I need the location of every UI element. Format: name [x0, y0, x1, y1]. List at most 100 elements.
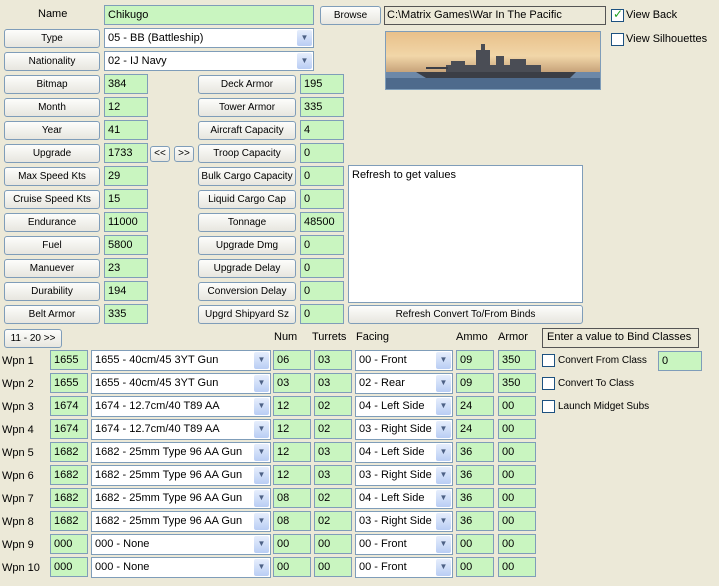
left-field-value[interactable]: 5800 [104, 235, 148, 255]
left-field-button[interactable]: Month [4, 98, 100, 117]
left-field-button[interactable]: Bitmap [4, 75, 100, 94]
mid-field-button[interactable]: Upgrd Shipyard Sz [198, 305, 296, 324]
weapon-id-field[interactable]: 1682 [50, 465, 88, 485]
weapon-ammo-field[interactable]: 24 [456, 419, 494, 439]
weapon-ammo-field[interactable]: 09 [456, 350, 494, 370]
weapon-armor-field[interactable]: 00 [498, 419, 536, 439]
weapon-select[interactable]: 1682 - 25mm Type 96 AA Gun▼ [91, 442, 271, 463]
mid-field-button[interactable]: Tower Armor [198, 98, 296, 117]
weapon-facing-select[interactable]: 02 - Rear▼ [355, 373, 453, 394]
weapon-turrets-field[interactable]: 02 [314, 511, 352, 531]
left-field-button[interactable]: Manuever [4, 259, 100, 278]
left-field-value[interactable]: 23 [104, 258, 148, 278]
weapon-select[interactable]: 1674 - 12.7cm/40 T89 AA▼ [91, 396, 271, 417]
weapon-id-field[interactable]: 1682 [50, 488, 88, 508]
left-field-button[interactable]: Upgrade [4, 144, 100, 163]
weapon-ammo-field[interactable]: 00 [456, 534, 494, 554]
left-field-value[interactable]: 12 [104, 97, 148, 117]
info-textbox[interactable]: Refresh to get values [348, 165, 583, 303]
type-button[interactable]: Type [4, 29, 100, 48]
mid-field-button[interactable]: Troop Capacity [198, 144, 296, 163]
weapon-num-field[interactable]: 12 [273, 396, 311, 416]
weapon-turrets-field[interactable]: 00 [314, 557, 352, 577]
left-field-value[interactable]: 1733 [104, 143, 148, 163]
upgrade-prev-button[interactable]: << [150, 146, 170, 162]
weapon-id-field[interactable]: 1674 [50, 396, 88, 416]
weapon-turrets-field[interactable]: 02 [314, 419, 352, 439]
weapon-turrets-field[interactable]: 02 [314, 396, 352, 416]
chevron-down-icon[interactable]: ▼ [436, 467, 451, 484]
left-field-button[interactable]: Cruise Speed Kts [4, 190, 100, 209]
page-next-button[interactable]: 11 - 20 >> [4, 329, 62, 348]
view-back-checkbox[interactable] [611, 7, 624, 22]
weapon-armor-field[interactable]: 00 [498, 534, 536, 554]
weapon-num-field[interactable]: 12 [273, 419, 311, 439]
mid-field-button[interactable]: Upgrade Dmg [198, 236, 296, 255]
weapon-num-field[interactable]: 06 [273, 350, 311, 370]
weapon-armor-field[interactable]: 350 [498, 350, 536, 370]
chevron-down-icon[interactable]: ▼ [254, 536, 269, 553]
refresh-binds-button[interactable]: Refresh Convert To/From Binds [348, 305, 583, 324]
weapon-armor-field[interactable]: 00 [498, 488, 536, 508]
chevron-down-icon[interactable]: ▼ [297, 53, 312, 69]
weapon-armor-field[interactable]: 00 [498, 396, 536, 416]
convert-from-field[interactable]: 0 [658, 351, 702, 371]
weapon-turrets-field[interactable]: 03 [314, 350, 352, 370]
chevron-down-icon[interactable]: ▼ [254, 444, 269, 461]
weapon-turrets-field[interactable]: 03 [314, 373, 352, 393]
mid-field-button[interactable]: Bulk Cargo Capacity [198, 167, 296, 186]
nationality-select[interactable]: 02 - IJ Navy▼ [104, 51, 314, 71]
nationality-button[interactable]: Nationality [4, 52, 100, 71]
weapon-select[interactable]: 1674 - 12.7cm/40 T89 AA▼ [91, 419, 271, 440]
mid-field-button[interactable]: Upgrade Delay [198, 259, 296, 278]
weapon-armor-field[interactable]: 00 [498, 511, 536, 531]
weapon-turrets-field[interactable]: 03 [314, 465, 352, 485]
name-field[interactable]: Chikugo [104, 5, 314, 25]
weapon-ammo-field[interactable]: 09 [456, 373, 494, 393]
chevron-down-icon[interactable]: ▼ [436, 375, 451, 392]
chevron-down-icon[interactable]: ▼ [297, 30, 312, 46]
chevron-down-icon[interactable]: ▼ [436, 352, 451, 369]
left-field-value[interactable]: 15 [104, 189, 148, 209]
weapon-num-field[interactable]: 12 [273, 442, 311, 462]
weapon-num-field[interactable]: 08 [273, 511, 311, 531]
mid-field-value[interactable]: 335 [300, 97, 344, 117]
weapon-ammo-field[interactable]: 36 [456, 511, 494, 531]
weapon-select[interactable]: 1655 - 40cm/45 3YT Gun▼ [91, 350, 271, 371]
left-field-button[interactable]: Durability [4, 282, 100, 301]
weapon-id-field[interactable]: 1655 [50, 373, 88, 393]
weapon-armor-field[interactable]: 00 [498, 442, 536, 462]
weapon-turrets-field[interactable]: 02 [314, 488, 352, 508]
weapon-select[interactable]: 000 - None▼ [91, 534, 271, 555]
left-field-value[interactable]: 41 [104, 120, 148, 140]
chevron-down-icon[interactable]: ▼ [254, 398, 269, 415]
weapon-facing-select[interactable]: 04 - Left Side▼ [355, 488, 453, 509]
weapon-id-field[interactable]: 1682 [50, 511, 88, 531]
weapon-ammo-field[interactable]: 24 [456, 396, 494, 416]
weapon-select[interactable]: 000 - None▼ [91, 557, 271, 578]
mid-field-button[interactable]: Aircraft Capacity [198, 121, 296, 140]
chevron-down-icon[interactable]: ▼ [254, 352, 269, 369]
mid-field-value[interactable]: 48500 [300, 212, 344, 232]
weapon-armor-field[interactable]: 350 [498, 373, 536, 393]
mid-field-button[interactable]: Tonnage [198, 213, 296, 232]
weapon-select[interactable]: 1682 - 25mm Type 96 AA Gun▼ [91, 511, 271, 532]
weapon-turrets-field[interactable]: 00 [314, 534, 352, 554]
weapon-num-field[interactable]: 00 [273, 557, 311, 577]
left-field-button[interactable]: Belt Armor [4, 305, 100, 324]
mid-field-value[interactable]: 0 [300, 189, 344, 209]
weapon-armor-field[interactable]: 00 [498, 557, 536, 577]
weapon-facing-select[interactable]: 00 - Front▼ [355, 557, 453, 578]
weapon-num-field[interactable]: 03 [273, 373, 311, 393]
left-field-value[interactable]: 384 [104, 74, 148, 94]
chevron-down-icon[interactable]: ▼ [436, 559, 451, 576]
weapon-facing-select[interactable]: 04 - Left Side▼ [355, 396, 453, 417]
mid-field-value[interactable]: 0 [300, 166, 344, 186]
mid-field-value[interactable]: 0 [300, 304, 344, 324]
chevron-down-icon[interactable]: ▼ [436, 536, 451, 553]
weapon-num-field[interactable]: 12 [273, 465, 311, 485]
launch-midget-checkbox[interactable] [542, 400, 555, 413]
weapon-facing-select[interactable]: 00 - Front▼ [355, 350, 453, 371]
weapon-id-field[interactable]: 1682 [50, 442, 88, 462]
left-field-value[interactable]: 335 [104, 304, 148, 324]
